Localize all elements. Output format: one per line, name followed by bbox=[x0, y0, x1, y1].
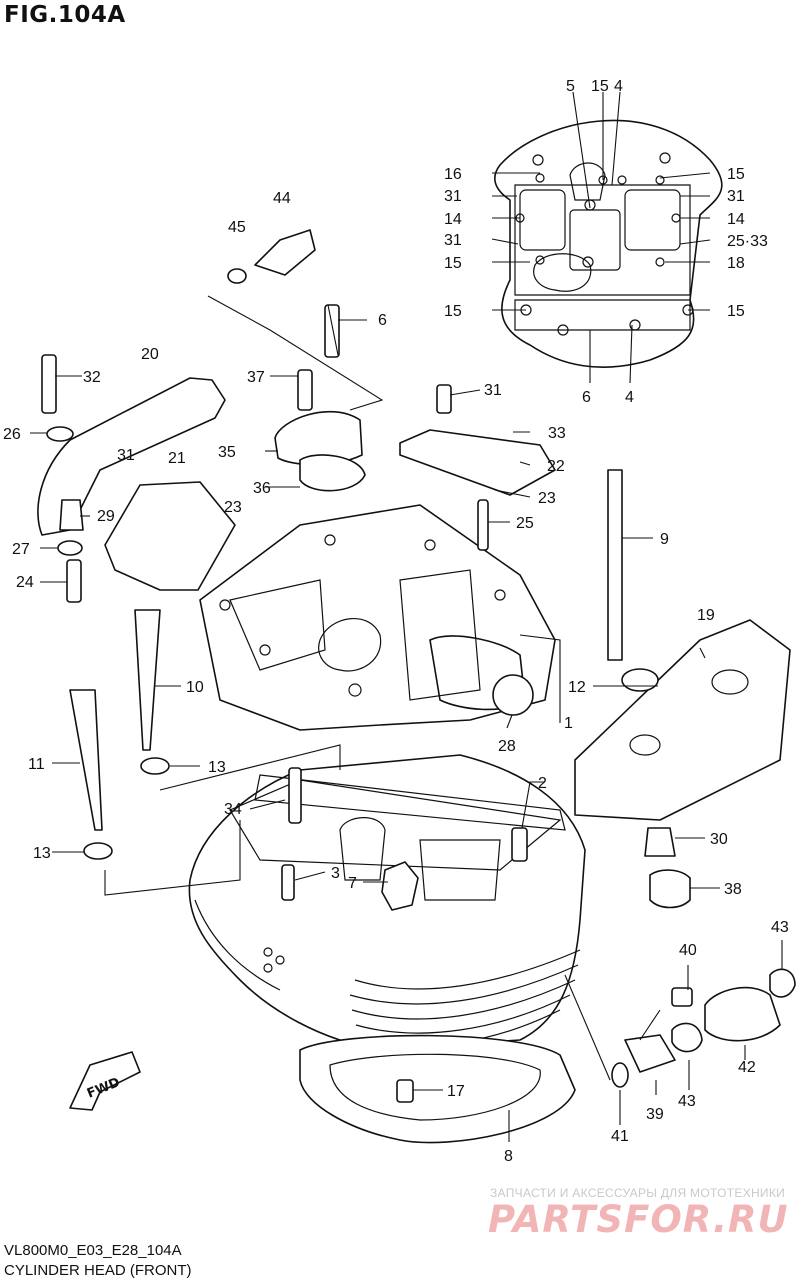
leader-lines bbox=[30, 91, 783, 1142]
callout-16: 16 bbox=[444, 166, 462, 183]
callout-10: 10 bbox=[186, 679, 204, 696]
callout-9: 9 bbox=[660, 531, 669, 548]
callout-41: 41 bbox=[611, 1128, 629, 1145]
callout-31: 31 bbox=[444, 232, 462, 249]
watermark-subtitle: ЗАПЧАСТИ И АКСЕССУАРЫ ДЛЯ МОТОТЕХНИКИ bbox=[490, 1186, 786, 1200]
callout-5: 5 bbox=[566, 78, 575, 95]
callout-2: 2 bbox=[538, 775, 547, 792]
cylinder-head-top-view bbox=[494, 119, 723, 369]
callout-13: 13 bbox=[33, 845, 51, 862]
callout-31: 31 bbox=[727, 188, 745, 205]
callout-22: 22 bbox=[547, 458, 565, 475]
callout-6: 6 bbox=[582, 389, 591, 406]
callout-13: 13 bbox=[208, 759, 226, 776]
left-cover bbox=[37, 377, 236, 591]
callout-32: 32 bbox=[83, 369, 101, 386]
callout-15: 15 bbox=[727, 303, 745, 320]
callout-3: 3 bbox=[331, 865, 340, 882]
callout-18: 18 bbox=[727, 255, 745, 272]
callout-21: 21 bbox=[168, 450, 186, 467]
callout-25-33: 25·33 bbox=[727, 233, 768, 250]
callout-27: 27 bbox=[12, 541, 30, 558]
callout-19: 19 bbox=[697, 607, 715, 624]
callout-15: 15 bbox=[444, 255, 462, 272]
callout-24: 24 bbox=[16, 574, 34, 591]
callout-7: 7 bbox=[348, 875, 357, 892]
callout-28: 28 bbox=[498, 738, 516, 755]
callout-17: 17 bbox=[447, 1083, 465, 1100]
washers bbox=[46, 268, 659, 860]
callout-31: 31 bbox=[484, 382, 502, 399]
callout-15: 15 bbox=[444, 303, 462, 320]
callout-39: 39 bbox=[646, 1106, 664, 1123]
callout-labels: 5 15 4 16 31 14 31 15 15 15 31 14 25·33 … bbox=[3, 78, 789, 1165]
callout-15: 15 bbox=[591, 78, 609, 95]
head-bolts bbox=[41, 304, 623, 831]
callout-11: 11 bbox=[28, 756, 45, 773]
cylinder-base-gasket bbox=[299, 1034, 576, 1144]
callout-33: 33 bbox=[548, 425, 566, 442]
callout-29: 29 bbox=[97, 508, 115, 525]
cylinder-head-body bbox=[199, 504, 556, 731]
callout-31: 31 bbox=[117, 447, 135, 464]
valve-cover-22 bbox=[399, 429, 556, 496]
callout-20: 20 bbox=[141, 346, 159, 363]
callout-23: 23 bbox=[224, 499, 242, 516]
figure-title: FIG.104A bbox=[4, 2, 126, 28]
misc-parts bbox=[59, 229, 796, 1088]
callout-6: 6 bbox=[378, 312, 387, 329]
callout-43: 43 bbox=[771, 919, 789, 936]
callout-37: 37 bbox=[247, 369, 265, 386]
callout-1: 1 bbox=[564, 715, 573, 732]
figure-name: CYLINDER HEAD (FRONT) bbox=[4, 1262, 192, 1279]
side-cover-19 bbox=[574, 619, 791, 821]
callout-40: 40 bbox=[679, 942, 697, 959]
callout-23: 23 bbox=[538, 490, 556, 507]
callout-30: 30 bbox=[710, 831, 728, 848]
callout-31: 31 bbox=[444, 188, 462, 205]
cylinder-block bbox=[188, 754, 586, 1051]
callout-15: 15 bbox=[727, 166, 745, 183]
callout-14: 14 bbox=[444, 211, 462, 228]
callout-25: 25 bbox=[516, 515, 534, 532]
callout-14: 14 bbox=[727, 211, 745, 228]
watermark-logo: PARTSFOR.RU bbox=[488, 1198, 789, 1241]
callout-12: 12 bbox=[568, 679, 586, 696]
callout-4: 4 bbox=[625, 389, 634, 406]
callout-34: 34 bbox=[224, 801, 242, 818]
callout-35: 35 bbox=[218, 444, 236, 461]
callout-38: 38 bbox=[724, 881, 742, 898]
figure-code: VL800M0_E03_E28_104A bbox=[4, 1242, 182, 1259]
fwd-direction-arrow bbox=[69, 1051, 141, 1111]
callout-36: 36 bbox=[253, 480, 271, 497]
callout-44: 44 bbox=[273, 190, 291, 207]
callout-4: 4 bbox=[614, 78, 623, 95]
callout-8: 8 bbox=[504, 1148, 513, 1165]
callout-26: 26 bbox=[3, 426, 21, 443]
callout-45: 45 bbox=[228, 219, 246, 236]
callout-42: 42 bbox=[738, 1059, 756, 1076]
callout-43: 43 bbox=[678, 1093, 696, 1110]
